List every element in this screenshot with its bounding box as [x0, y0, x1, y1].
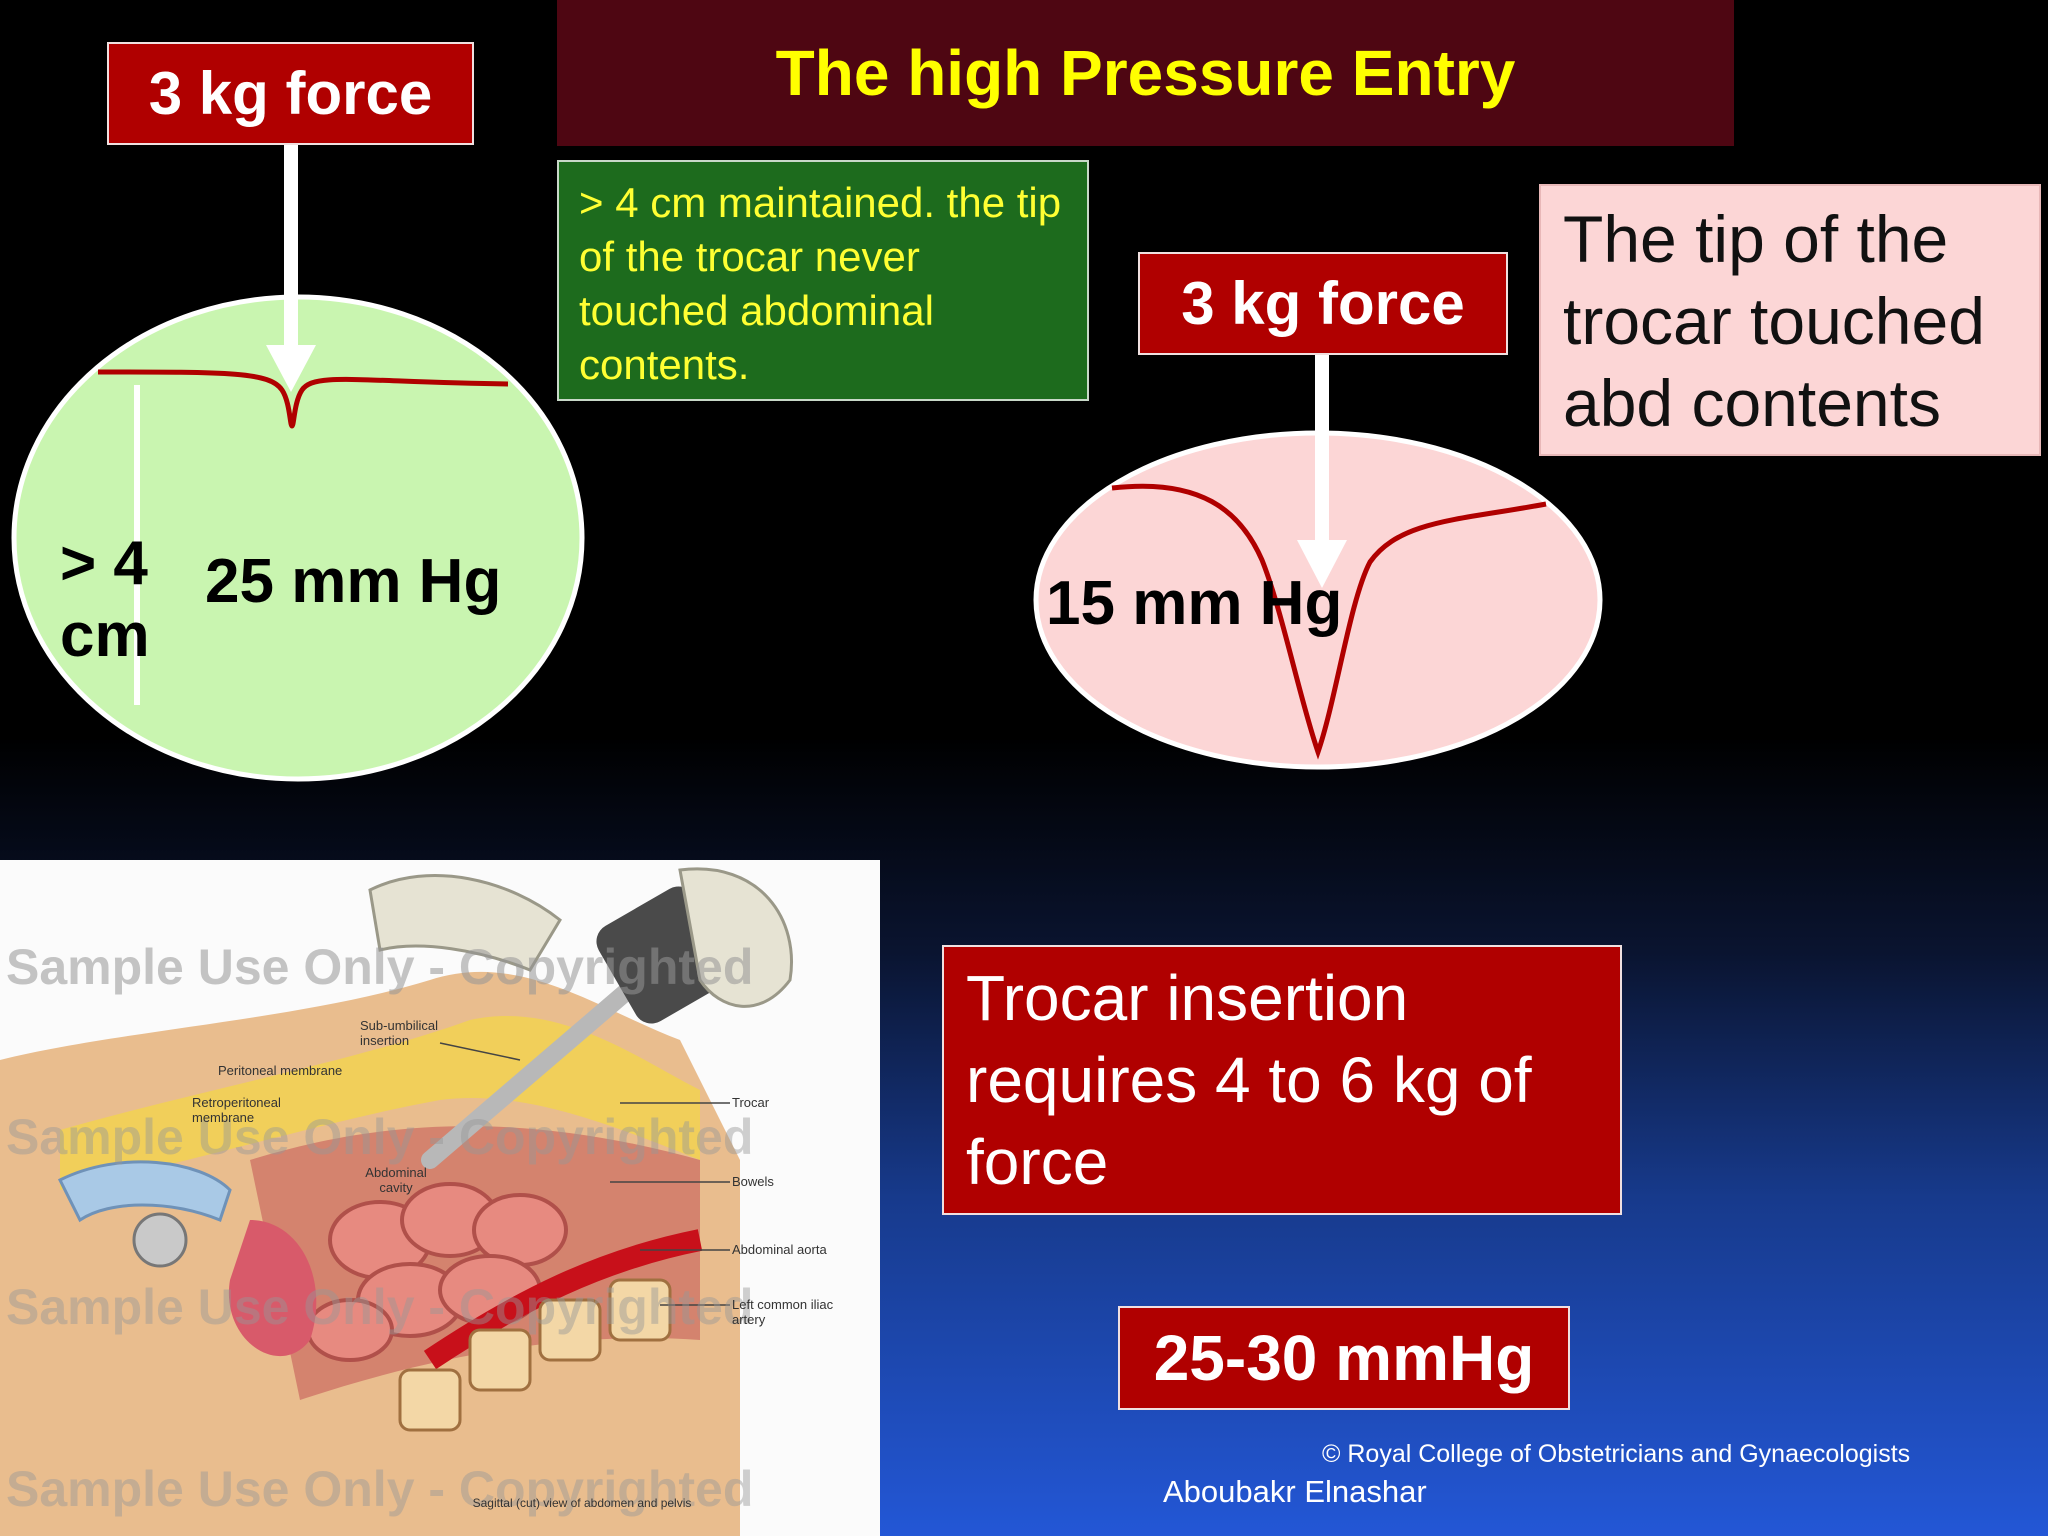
left-depth-label: > 4 cm: [60, 528, 150, 672]
left-hand: [368, 874, 562, 972]
label-bowels: Bowels: [732, 1174, 774, 1189]
left-pressure-label: 25 mm Hg: [205, 547, 502, 616]
watermark-2: Sample Use Only - Copyrighted: [6, 1109, 754, 1165]
watermark-1: Sample Use Only - Copyrighted: [6, 939, 754, 995]
trocar-note: Trocar insertion requires 4 to 6 kg of f…: [942, 945, 1622, 1215]
right-force-label: 3 kg force: [1138, 252, 1508, 355]
left-force-label: 3 kg force: [107, 42, 474, 145]
aorta: [423, 1229, 703, 1370]
right-pressure-label: 15 mm Hg: [1046, 569, 1343, 638]
label-iliac: Left common iliac artery: [732, 1297, 834, 1327]
depth-label-line1: > 4: [60, 529, 148, 598]
author-text: Aboubakr Elnashar: [1163, 1474, 1427, 1509]
scrotum: [132, 1212, 188, 1268]
slide-title: The high Pressure Entry: [557, 0, 1734, 146]
label-trocar: Trocar: [732, 1095, 770, 1110]
label-abdominal-cavity: Abdominal cavity: [365, 1165, 427, 1195]
copyright-text: © Royal College of Obstetricians and Gyn…: [1322, 1440, 1911, 1468]
label-peritoneal: Peritoneal membrane: [218, 1063, 343, 1078]
right-hand: [678, 867, 793, 1008]
label-aorta: Abdominal aorta: [732, 1242, 827, 1257]
depth-label-line2: cm: [60, 601, 150, 670]
anatomy-illustration: Sample Use Only - Copyrighted Sample Use…: [0, 860, 880, 1536]
left-diagram: [11, 143, 585, 782]
right-wall-curve: [1111, 483, 1547, 760]
watermark-4: Sample Use Only - Copyrighted: [6, 1461, 754, 1517]
bladder: [228, 1220, 317, 1357]
trocar-shaft: [421, 971, 649, 1169]
left-force-arrow-head: [266, 345, 316, 392]
right-force-arrow-head: [1297, 540, 1347, 588]
pink-note: The tip of the trocar touched abd conten…: [1539, 184, 2041, 456]
spine: [398, 1278, 672, 1432]
green-note: > 4 cm maintained. the tip of the trocar…: [557, 160, 1089, 401]
label-retroperitoneal: Retroperitoneal membrane: [192, 1095, 281, 1125]
right-diagram: [1033, 348, 1603, 770]
watermark-3: Sample Use Only - Copyrighted: [6, 1279, 754, 1335]
anatomy-drawing: [0, 867, 793, 1536]
left-wall-curve: [97, 369, 509, 429]
penis-shape: [57, 1160, 232, 1223]
leader-lines: [439, 1042, 730, 1306]
label-caption: Sagittal (cut) view of abdomen and pelvi…: [472, 1496, 692, 1510]
bowels: [306, 1182, 568, 1362]
label-sub-umbilical: Sub-umbilical insertion: [360, 1018, 439, 1048]
pressure-range: 25-30 mmHg: [1118, 1306, 1570, 1410]
